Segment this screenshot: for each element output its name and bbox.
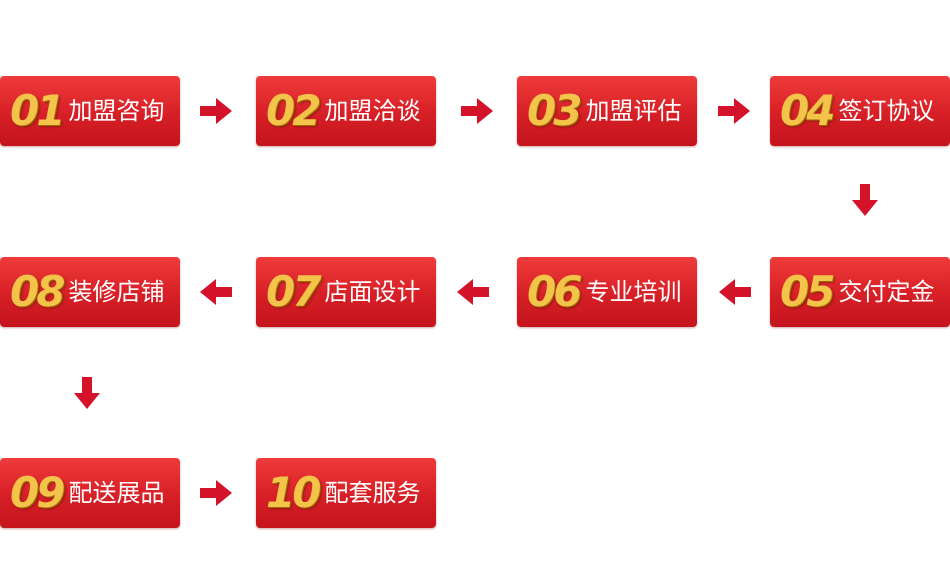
step-06-box: 06 专业培训 [517,257,697,327]
step-03-number: 03 [527,86,582,135]
step-06-label: 专业培训 [585,278,682,306]
step-03-label: 加盟评估 [585,97,682,125]
step-07-label: 店面设计 [324,278,421,306]
arrow-left-icon [718,275,752,309]
step-10-box: 10 配套服务 [256,458,436,528]
step-07-box: 07 店面设计 [256,257,436,327]
step-10-label: 配套服务 [324,479,421,507]
step-09-number: 09 [10,468,65,517]
step-08-number: 08 [10,267,65,316]
arrow-left-icon [199,275,233,309]
step-02-box: 02 加盟洽谈 [256,76,436,146]
step-04-box: 04 签订协议 [770,76,950,146]
arrow-right-icon [460,94,494,128]
step-05-number: 05 [780,267,835,316]
step-08-label: 装修店铺 [68,278,165,306]
step-09-label: 配送展品 [68,479,165,507]
step-04-number: 04 [780,86,835,135]
arrow-down-icon [70,376,104,410]
step-05-box: 05 交付定金 [770,257,950,327]
step-03-box: 03 加盟评估 [517,76,697,146]
step-01-number: 01 [10,86,65,135]
arrow-left-icon [456,275,490,309]
arrow-down-icon [848,183,882,217]
step-04-label: 签订协议 [838,97,935,125]
step-02-label: 加盟洽谈 [324,97,421,125]
arrow-right-icon [199,476,233,510]
step-09-box: 09 配送展品 [0,458,180,528]
arrow-right-icon [199,94,233,128]
step-05-label: 交付定金 [838,278,935,306]
arrow-right-icon [717,94,751,128]
step-02-number: 02 [266,86,321,135]
step-01-label: 加盟咨询 [68,97,165,125]
step-06-number: 06 [527,267,582,316]
step-07-number: 07 [266,267,321,316]
step-10-number: 10 [266,468,321,517]
step-01-box: 01 加盟咨询 [0,76,180,146]
step-08-box: 08 装修店铺 [0,257,180,327]
